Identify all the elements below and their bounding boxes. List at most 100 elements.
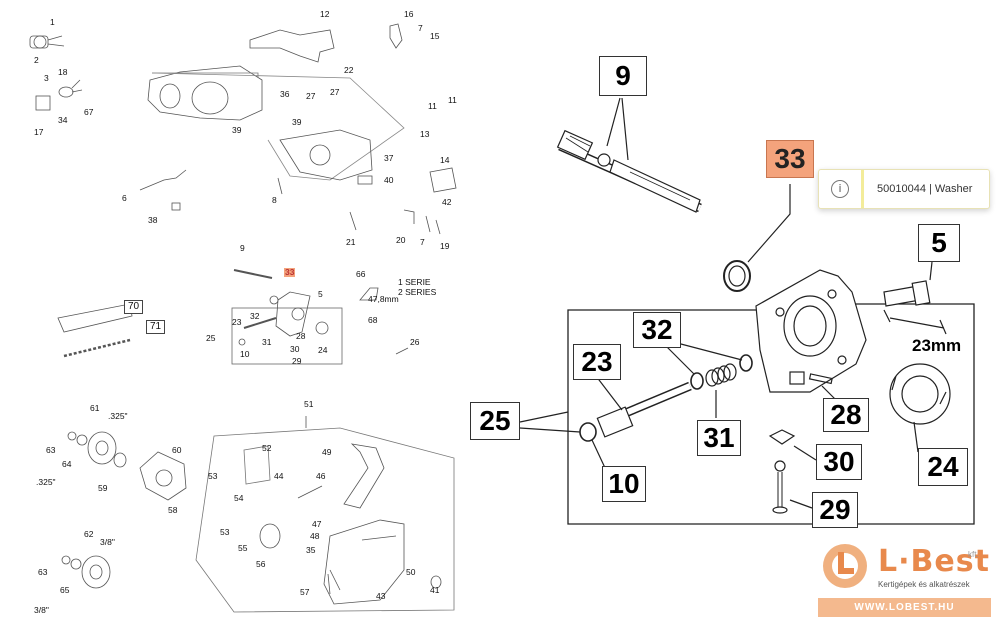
overview-label[interactable]: 38 [148,215,158,225]
callout-32[interactable]: 32 [633,312,681,348]
overview-label[interactable]: 31 [262,337,272,347]
overview-label[interactable]: 25 [206,333,216,343]
overview-label[interactable]: 55 [238,543,248,553]
overview-label[interactable]: 2 [34,55,39,65]
overview-label[interactable]: 59 [98,483,108,493]
overview-label[interactable]: .325" [108,411,128,421]
callout-5[interactable]: 5 [918,224,960,262]
callout-24[interactable]: 24 [918,448,968,486]
overview-label[interactable]: 21 [346,237,356,247]
overview-label[interactable]: 65 [60,585,70,595]
overview-label[interactable]: 63 [38,567,48,577]
overview-label[interactable]: 51 [304,399,314,409]
overview-label[interactable]: 11 [448,95,457,105]
logo-url[interactable]: WWW.LOBEST.HU [818,598,991,617]
overview-label[interactable]: 61 [90,403,100,413]
overview-label[interactable]: 50 [406,567,416,577]
callout-9[interactable]: 9 [599,56,647,96]
overview-label[interactable]: 71 [146,320,166,334]
overview-label[interactable]: 13 [420,129,430,139]
overview-label[interactable]: 62 [84,529,94,539]
overview-label[interactable]: 2 SERIES [398,287,437,297]
overview-label[interactable]: 7 [420,237,425,247]
overview-label[interactable]: 53 [208,471,218,481]
overview-label[interactable]: 32 [250,311,260,321]
overview-label[interactable]: 6 [122,193,127,203]
overview-label[interactable]: 52 [262,443,272,453]
callout-31[interactable]: 31 [697,420,741,456]
overview-label[interactable]: 3 [44,73,49,83]
overview-label[interactable]: 12 [320,9,330,19]
callout-23[interactable]: 23 [573,344,621,380]
overview-label[interactable]: 22 [344,65,354,75]
overview-label[interactable]: 60 [172,445,182,455]
overview-label[interactable]: 17 [34,127,44,137]
overview-label[interactable]: 14 [440,155,450,165]
overview-label[interactable]: 39 [292,117,302,127]
overview-label[interactable]: 43 [376,591,386,601]
overview-label[interactable]: 11 [428,101,437,111]
overview-label[interactable]: 24 [318,345,328,355]
overview-label[interactable]: 37 [384,153,394,163]
callout-29[interactable]: 29 [812,492,858,528]
logo-suffix: kft. [968,550,979,559]
callout-33-selected[interactable]: 33 [766,140,814,178]
overview-label[interactable]: 28 [296,331,306,341]
detail-part-30-nut [768,429,817,461]
overview-label[interactable]: 3/8" [100,537,115,547]
overview-label[interactable]: 58 [168,505,178,515]
overview-label[interactable]: 64 [62,459,72,469]
overview-label[interactable]: 27 [330,87,340,97]
overview-label[interactable]: 10 [240,349,250,359]
overview-label[interactable]: 34 [58,115,68,125]
overview-label[interactable]: 27 [306,91,316,101]
overview-label[interactable]: 46 [316,471,326,481]
overview-label[interactable]: 39 [232,125,242,135]
overview-label[interactable]: 29 [292,356,302,366]
overview-label[interactable]: 33 [284,267,296,277]
overview-label[interactable]: 18 [58,67,68,77]
overview-label[interactable]: 66 [356,269,366,279]
overview-label[interactable]: 63 [46,445,56,455]
overview-label[interactable]: 67 [84,107,94,117]
overview-label[interactable]: 19 [440,241,450,251]
overview-label[interactable]: 54 [234,493,244,503]
brand-logo[interactable]: L·Best kft. Kertigépek és alkatrészek WW… [818,542,993,622]
overview-label[interactable]: 56 [256,559,266,569]
overview-label[interactable]: 26 [410,337,420,347]
overview-label[interactable]: 35 [306,545,316,555]
overview-label[interactable]: 30 [290,344,300,354]
overview-label[interactable]: 23 [232,317,242,327]
overview-label[interactable]: 53 [220,527,230,537]
overview-label[interactable]: 5 [318,289,323,299]
callout-10[interactable]: 10 [602,466,646,502]
overview-label[interactable]: 47 [312,519,322,529]
part-16 [389,23,403,49]
overview-label[interactable]: 57 [300,587,310,597]
overview-label[interactable]: 41 [430,585,440,595]
overview-label[interactable]: 3/8" [34,605,49,615]
overview-label[interactable]: 48 [310,531,320,541]
overview-label[interactable]: 40 [384,175,394,185]
overview-label[interactable]: 70 [124,300,144,314]
overview-label[interactable]: 42 [442,197,452,207]
callout-30[interactable]: 30 [816,444,862,480]
callout-28[interactable]: 28 [823,398,869,432]
overview-label[interactable]: 8 [272,195,277,205]
overview-label[interactable]: 68 [368,315,378,325]
overview-label[interactable]: 49 [322,447,332,457]
overview-label[interactable]: 1 [50,17,55,27]
overview-label[interactable]: 15 [430,31,440,41]
callout-25[interactable]: 25 [470,402,520,440]
overview-label[interactable]: 9 [240,243,245,253]
overview-label[interactable]: 20 [396,235,406,245]
overview-label[interactable]: 16 [404,9,414,19]
overview-label[interactable]: 36 [280,89,290,99]
overview-label[interactable]: 7 [418,23,423,33]
overview-label[interactable]: 1 SERIE [398,277,431,287]
part-switch [29,35,65,49]
overview-label[interactable]: .325" [36,477,56,487]
overview-label[interactable]: 47,8mm [368,294,399,304]
overview-label[interactable]: 44 [274,471,284,481]
